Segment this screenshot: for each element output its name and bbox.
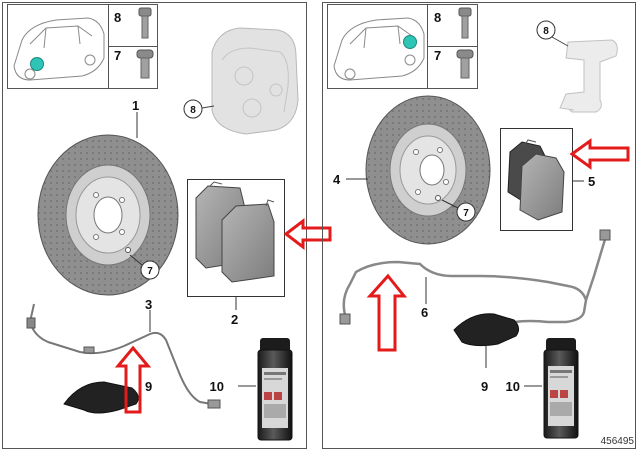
right-panel-frame — [322, 2, 636, 449]
highlight-arrow-up-left — [114, 345, 152, 414]
callout-7-circle — [456, 202, 476, 222]
vehicle-location-dot — [30, 57, 44, 71]
brake-pad-outer — [221, 203, 275, 283]
left-panel-frame — [2, 2, 307, 449]
spray-can — [543, 338, 579, 439]
brake-pads-box — [500, 128, 573, 231]
inset-label-7: 7 — [434, 48, 441, 63]
spray-can — [257, 338, 293, 441]
wear-sensor — [339, 229, 611, 325]
caliper-label: 8 — [190, 105, 196, 116]
car-silhouette-icon — [333, 17, 425, 81]
grease-pad-label: 9 — [481, 379, 488, 394]
brake-disc — [37, 134, 179, 296]
highlight-arrow-left-center — [283, 217, 332, 251]
brake-pad-outer — [519, 153, 565, 221]
right-inset: 8 7 — [327, 4, 478, 89]
inset-label-8: 8 — [434, 10, 441, 25]
spray-can-label: 10 — [506, 379, 520, 394]
spray-can-label: 10 — [210, 379, 224, 394]
inset-label-7: 7 — [114, 48, 121, 63]
wear-sensor — [26, 303, 221, 409]
disc-bolt-label: 7 — [147, 266, 153, 277]
left-panel: 8 7 8 — [2, 2, 307, 449]
bolt-7-icon — [456, 49, 474, 79]
bolt-8-icon — [458, 7, 472, 39]
inset-label-8: 8 — [114, 10, 121, 25]
brake-caliper — [211, 27, 299, 135]
bolt-8-icon — [138, 7, 152, 39]
callout-8-circle — [536, 20, 556, 40]
callout-7-circle — [140, 260, 160, 280]
brake-pads-box — [187, 179, 285, 297]
vehicle-location-dot — [403, 35, 417, 49]
diagram-id: 456495 — [601, 436, 635, 447]
brake-disc — [365, 95, 491, 245]
grease-pad — [453, 313, 520, 347]
pads-label: 2 — [231, 312, 238, 327]
callout-8-circle — [183, 99, 203, 119]
wear-sensor-label: 3 — [145, 297, 152, 312]
disc-label: 4 — [333, 172, 341, 187]
wear-sensor-label: 6 — [421, 305, 428, 320]
highlight-arrow-left-pads — [569, 138, 630, 170]
left-inset: 8 7 — [7, 4, 158, 89]
grease-pad — [63, 381, 139, 414]
right-panel: 8 7 8 — [322, 2, 636, 449]
bolt-7-icon — [136, 49, 154, 79]
highlight-arrow-up-right — [366, 273, 408, 352]
disc-bolt-label: 7 — [463, 208, 469, 219]
car-silhouette-icon — [13, 17, 105, 81]
caliper-carrier — [559, 39, 618, 113]
caliper-label: 8 — [543, 26, 549, 37]
grease-pad-label: 9 — [145, 379, 152, 394]
pads-label: 5 — [588, 174, 595, 189]
disc-label: 1 — [132, 98, 139, 113]
